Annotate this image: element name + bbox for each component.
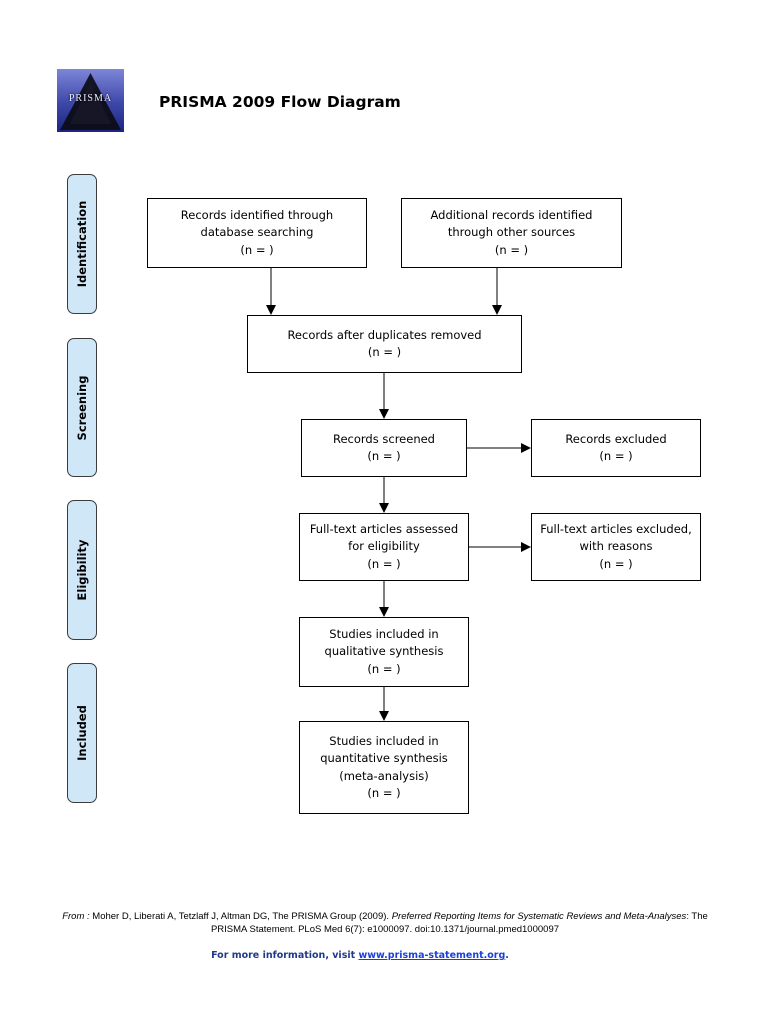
box-text: Records screened: [333, 431, 435, 446]
box-text: through other sources: [447, 225, 576, 240]
stage-screening: Screening: [67, 338, 97, 477]
box-count: (n = ): [367, 786, 401, 800]
box-count: (n = ): [367, 449, 401, 463]
box-fulltext-excluded: Full-text articles excluded, with reason…: [531, 513, 701, 581]
box-database-records: Records identified through database sear…: [147, 198, 367, 268]
logo-triangle-icon: [60, 73, 121, 130]
citation-title: Preferred Reporting Items for Systematic…: [391, 911, 687, 922]
box-other-records: Additional records identified through ot…: [401, 198, 622, 268]
box-count: (n = ): [494, 242, 529, 257]
box-text: with reasons: [579, 539, 653, 554]
box-text: Studies included in: [329, 733, 439, 748]
box-count: (n = ): [367, 556, 401, 571]
box-text: for eligibility: [348, 539, 420, 554]
box-count: (n = ): [599, 556, 633, 571]
box-quantitative-synthesis: Studies included in quantitative synthes…: [299, 721, 469, 814]
citation-authors: Moher D, Liberati A, Tetzlaff J, Altman …: [89, 911, 392, 922]
box-count: (n = ): [240, 242, 274, 257]
box-count: (n = ): [599, 449, 633, 463]
box-text: database searching: [200, 225, 314, 240]
more-info-suffix: .: [505, 950, 509, 961]
box-text: Additional records identified: [430, 207, 593, 222]
citation-from: From :: [62, 911, 90, 922]
stage-identification: Identification: [67, 174, 97, 314]
prisma-website-link[interactable]: www.prisma-statement.org: [358, 950, 506, 961]
box-text: Records identified through: [180, 207, 334, 222]
box-count: (n = ): [367, 661, 401, 676]
box-text: Studies included in: [329, 626, 439, 641]
more-info: For more information, visit www.prisma-s…: [0, 950, 720, 961]
stage-eligibility: Eligibility: [67, 500, 97, 640]
page-title: PRISMA 2009 Flow Diagram: [159, 93, 401, 111]
more-info-prefix: For more information, visit: [211, 950, 359, 961]
box-records-excluded: Records excluded (n = ): [531, 419, 701, 477]
box-records-screened: Records screened (n = ): [301, 419, 467, 477]
box-text: (meta-analysis): [339, 768, 429, 783]
box-qualitative-synthesis: Studies included in qualitative synthesi…: [299, 617, 469, 687]
logo-text: PRISMA: [68, 93, 113, 104]
box-text: quantitative synthesis: [320, 751, 448, 765]
box-text: qualitative synthesis: [324, 644, 444, 659]
box-fulltext-assessed: Full-text articles assessed for eligibil…: [299, 513, 469, 581]
box-text: Records excluded: [565, 431, 667, 446]
box-text: Records after duplicates removed: [287, 327, 482, 342]
prisma-logo: PRISMA: [57, 69, 124, 132]
box-count: (n = ): [367, 345, 402, 359]
stage-included: Included: [67, 663, 97, 803]
box-text: Full-text articles excluded,: [540, 521, 692, 536]
citation: From : Moher D, Liberati A, Tetzlaff J, …: [60, 910, 710, 936]
box-text: Full-text articles assessed: [309, 521, 459, 536]
box-duplicates-removed: Records after duplicates removed (n = ): [247, 315, 522, 373]
citation-rest: : The PRISMA Statement. PLoS Med 6(7): e…: [210, 911, 708, 935]
